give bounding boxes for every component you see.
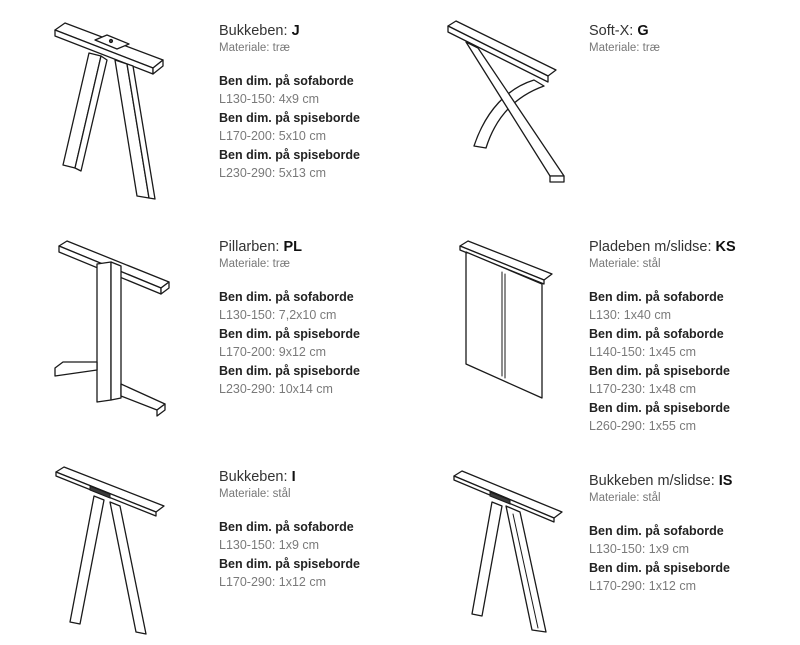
spec-value: L130-150: 1x9 cm <box>589 542 690 556</box>
product-material: Materiale: stål <box>219 488 291 500</box>
product-I: Bukkeben: I Materiale: stål Ben dim. på … <box>219 468 419 592</box>
spec-label: Ben dim. på sofaborde <box>589 524 724 538</box>
product-code: G <box>637 23 649 39</box>
spec-value: L130-150: 7,2x10 cm <box>219 308 337 322</box>
spec-label: Ben dim. på sofaborde <box>589 290 724 304</box>
spec-value: L230-290: 5x13 cm <box>219 166 327 180</box>
product-name: Pladeben m/slidse: KS <box>589 239 736 255</box>
spec-list: Ben dim. på sofaborde L130-150: 1x9 cm B… <box>589 522 789 596</box>
spec-value: L170-230: 1x48 cm <box>589 382 697 396</box>
spec-value: L170-290: 1x12 cm <box>589 579 697 593</box>
steel-a-frame-leg-drawing <box>50 462 170 637</box>
spec-label: Ben dim. på sofaborde <box>589 327 724 341</box>
wooden-x-leg-drawing <box>438 18 573 188</box>
spec-label: Ben dim. på sofaborde <box>219 74 354 88</box>
spec-value: L170-290: 1x12 cm <box>219 575 327 589</box>
product-material: Materiale: stål <box>589 258 661 270</box>
product-code: I <box>291 469 296 485</box>
product-name: Soft-X: G <box>589 23 649 39</box>
product-name: Bukkeben: I <box>219 469 296 485</box>
spec-value: L130: 1x40 cm <box>589 308 671 322</box>
spec-value: L170-200: 9x12 cm <box>219 345 327 359</box>
spec-label: Ben dim. på spiseborde <box>219 327 361 341</box>
spec-value: L230-290: 10x14 cm <box>219 382 333 396</box>
spec-label: Ben dim. på sofaborde <box>219 290 354 304</box>
wooden-a-frame-leg-drawing <box>45 18 175 203</box>
product-name: Pillarben: PL <box>219 239 303 255</box>
spec-label: Ben dim. på spiseborde <box>219 111 361 125</box>
spec-label: Ben dim. på sofaborde <box>219 520 354 534</box>
spec-label: Ben dim. på spiseborde <box>589 364 731 378</box>
spec-list: Ben dim. på sofaborde L130: 1x40 cm Ben … <box>589 288 789 436</box>
spec-list: Ben dim. på sofaborde L130-150: 4x9 cm B… <box>219 72 419 183</box>
spec-label: Ben dim. på spiseborde <box>219 148 361 162</box>
steel-plate-leg-drawing <box>452 238 562 403</box>
product-IS: Bukkeben m/slidse: IS Materiale: stål Be… <box>589 472 789 596</box>
wooden-pillar-leg-drawing <box>45 238 175 418</box>
product-name: Bukkeben: J <box>219 23 300 39</box>
product-material: Materiale: træ <box>219 258 290 270</box>
spec-list: Ben dim. på sofaborde L130-150: 1x9 cm B… <box>219 518 419 592</box>
product-PL: Pillarben: PL Materiale: træ Ben dim. på… <box>219 238 419 399</box>
product-code: KS <box>715 239 736 255</box>
product-J: Bukkeben: J Materiale: træ Ben dim. på s… <box>219 22 419 183</box>
spec-label: Ben dim. på spiseborde <box>219 557 361 571</box>
spec-list: Ben dim. på sofaborde L130-150: 7,2x10 c… <box>219 288 419 399</box>
spec-value: L140-150: 1x45 cm <box>589 345 697 359</box>
spec-label: Ben dim. på spiseborde <box>219 364 361 378</box>
product-name: Bukkeben m/slidse: IS <box>589 473 733 489</box>
product-KS: Pladeben m/slidse: KS Materiale: stål Be… <box>589 238 789 436</box>
product-material: Materiale: stål <box>589 492 661 504</box>
steel-slotted-a-frame-leg-drawing <box>448 466 568 636</box>
product-code: PL <box>283 239 303 255</box>
spec-value: L130-150: 1x9 cm <box>219 538 320 552</box>
product-code: J <box>291 23 300 39</box>
spec-label: Ben dim. på spiseborde <box>589 561 731 575</box>
spec-value: L260-290: 1x55 cm <box>589 419 697 433</box>
product-material: Materiale: træ <box>219 42 290 54</box>
product-material: Materiale: træ <box>589 42 660 54</box>
spec-value: L130-150: 4x9 cm <box>219 92 320 106</box>
spec-label: Ben dim. på spiseborde <box>589 401 731 415</box>
product-code: IS <box>718 473 733 489</box>
spec-value: L170-200: 5x10 cm <box>219 129 327 143</box>
product-G: Soft-X: G Materiale: træ <box>589 22 789 56</box>
